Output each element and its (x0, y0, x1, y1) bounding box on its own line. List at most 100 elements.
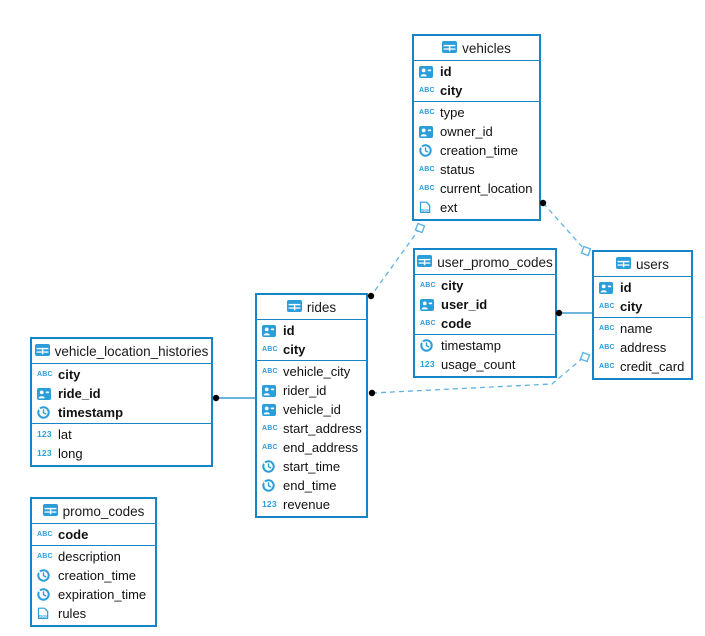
column-row-end_address[interactable]: ABC end_address (257, 438, 366, 457)
abc-string-icon: ABC (37, 531, 53, 538)
table-grid-icon (42, 503, 58, 519)
primary-key-divider (32, 423, 211, 424)
column-row-id[interactable]: id (414, 62, 539, 81)
abc-string-icon: ABC (262, 444, 278, 451)
table-header[interactable]: users (594, 252, 691, 277)
column-label: id (620, 280, 632, 295)
column-label: rider_id (283, 383, 327, 398)
table-header[interactable]: promo_codes (32, 499, 155, 524)
column-row-id[interactable]: id (594, 278, 691, 297)
column-label: timestamp (441, 338, 501, 353)
abc-string-icon: ABC (419, 185, 435, 192)
column-row-creation_time[interactable]: creation_time (32, 566, 155, 585)
column-row-rider_id[interactable]: rider_id (257, 381, 366, 400)
abc-string-icon: ABC (262, 368, 278, 375)
column-row-vehicle_city[interactable]: ABC vehicle_city (257, 362, 366, 381)
table-grid-icon (34, 343, 50, 359)
column-label: user_id (441, 297, 488, 312)
column-row-creation_time[interactable]: creation_time (414, 141, 539, 160)
badge-id-icon (262, 403, 280, 416)
relation-vehicles-users-line (542, 202, 586, 251)
column-row-start_address[interactable]: ABC start_address (257, 419, 366, 438)
column-label: creation_time (440, 143, 519, 158)
number-123-icon: 123 (262, 499, 277, 510)
table-title: users (635, 256, 669, 272)
table-header[interactable]: user_promo_codes (415, 250, 555, 275)
column-label: end_address (283, 440, 359, 455)
column-row-timestamp[interactable]: timestamp (415, 336, 555, 355)
column-row-id[interactable]: id (257, 321, 366, 340)
column-label: code (58, 527, 89, 542)
column-label: address (620, 340, 667, 355)
column-label: ride_id (58, 386, 101, 401)
column-row-timestamp[interactable]: timestamp (32, 403, 211, 422)
json-icon: JSON (419, 201, 437, 214)
many-side-dot-marker (368, 389, 376, 397)
clock-icon (262, 479, 280, 492)
abc-string-icon: ABC (599, 325, 615, 332)
column-label: usage_count (441, 357, 516, 372)
table-grid-icon (417, 254, 433, 270)
abc-string-icon: ABC (419, 166, 435, 173)
column-label: timestamp (58, 405, 124, 420)
column-label: expiration_time (58, 587, 147, 602)
svg-text:JSON: JSON (38, 615, 48, 619)
table-grid-icon (442, 40, 458, 56)
column-label: lat (58, 427, 72, 442)
abc-string-icon: ABC (37, 371, 53, 378)
column-label: city (440, 83, 463, 98)
one-side-square-marker (579, 351, 591, 363)
badge-id-icon (420, 298, 438, 311)
column-label: vehicle_id (283, 402, 341, 417)
column-label: vehicle_city (283, 364, 351, 379)
column-row-end_time[interactable]: end_time (257, 476, 366, 495)
column-label: end_time (283, 478, 337, 493)
clock-icon (420, 339, 438, 352)
column-row-vehicle_id[interactable]: vehicle_id (257, 400, 366, 419)
table-header[interactable]: vehicle_location_histories (32, 339, 211, 364)
badge-id-icon (419, 125, 437, 138)
column-label: code (441, 316, 472, 331)
column-label: long (58, 446, 83, 461)
column-row-user_id[interactable]: user_id (415, 295, 555, 314)
column-row-owner_id[interactable]: owner_id (414, 122, 539, 141)
column-row-start_time[interactable]: start_time (257, 457, 366, 476)
column-row-expiration_time[interactable]: expiration_time (32, 585, 155, 604)
column-label: ext (440, 200, 458, 215)
column-row-ride_id[interactable]: ride_id (32, 384, 211, 403)
table-header[interactable]: rides (257, 295, 366, 320)
abc-string-icon: ABC (262, 425, 278, 432)
column-label: description (58, 549, 121, 564)
primary-key-divider (415, 334, 555, 335)
column-label: start_address (283, 421, 362, 436)
column-row-code[interactable]: ABC code (32, 525, 155, 544)
table-header[interactable]: vehicles (414, 36, 539, 61)
column-label: id (283, 323, 295, 338)
clock-icon (262, 460, 280, 473)
